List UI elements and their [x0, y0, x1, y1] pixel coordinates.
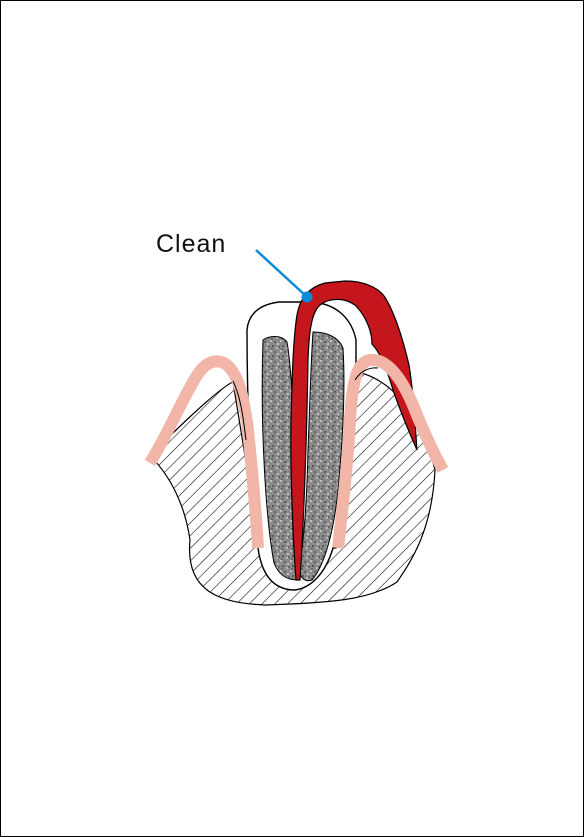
clean-label: Clean [156, 230, 226, 258]
leader-dot [302, 292, 313, 303]
leader-line [256, 250, 306, 296]
clean-leader [256, 250, 313, 303]
